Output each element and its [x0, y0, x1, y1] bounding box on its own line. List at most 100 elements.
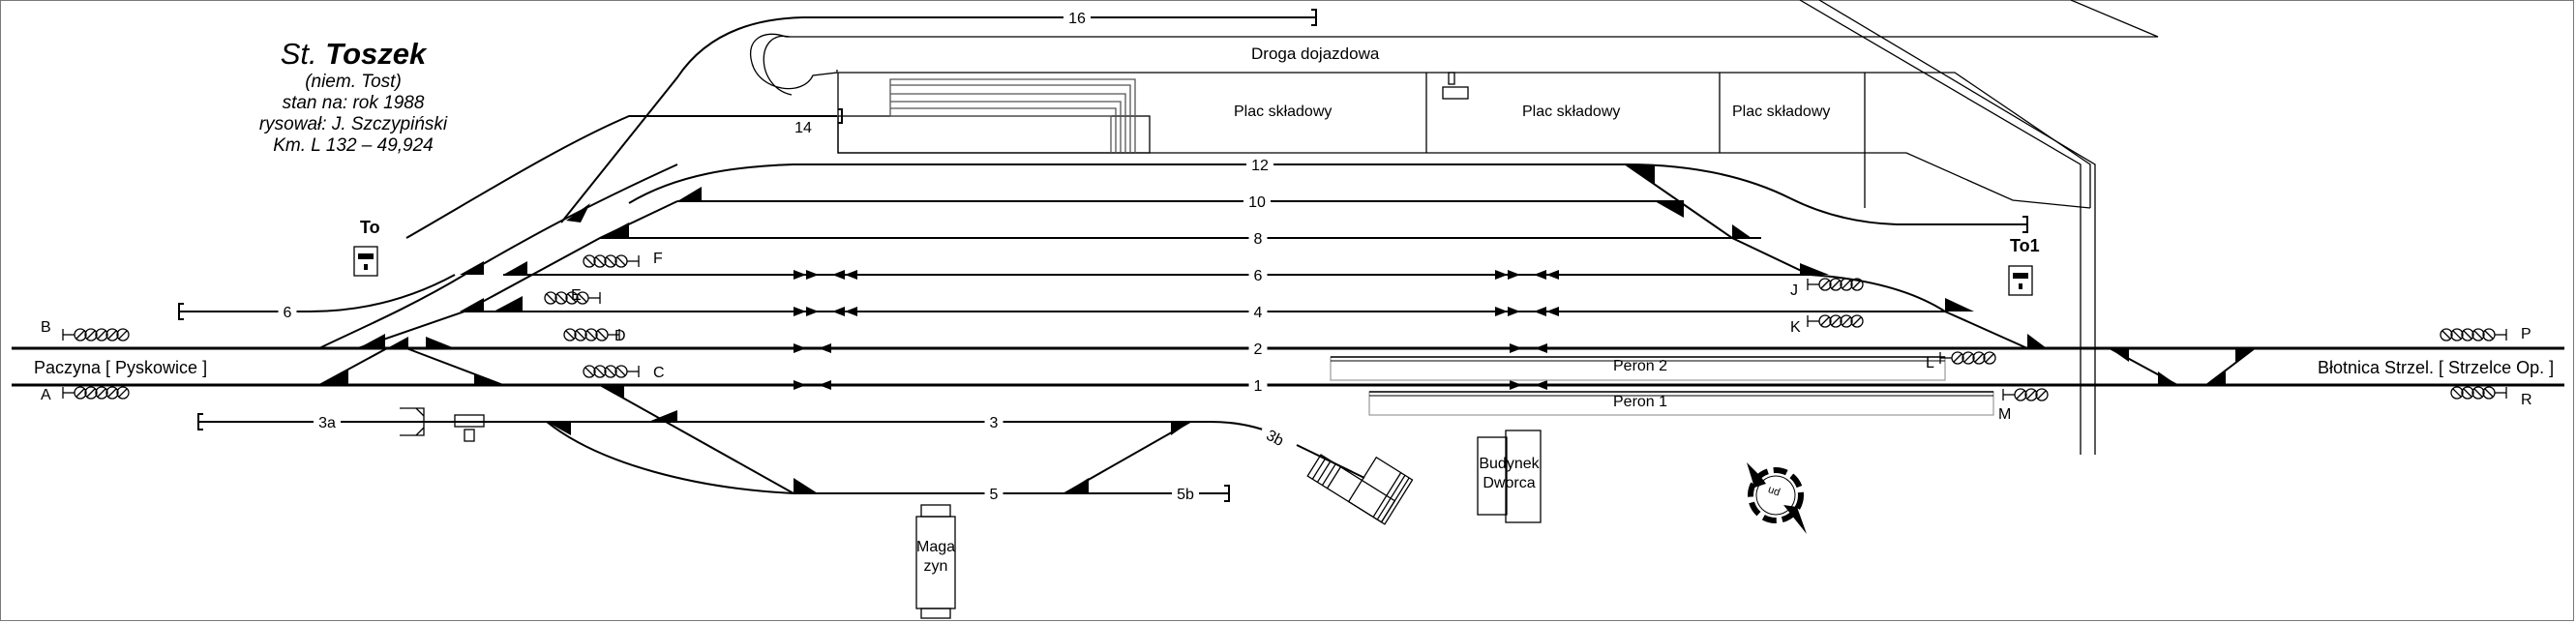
signal-label-a: A — [41, 387, 51, 403]
signal-icon — [544, 291, 601, 305]
arrow-right-icon — [1508, 270, 1520, 280]
arrow-left-icon — [1535, 380, 1547, 390]
signal-symbols — [62, 254, 2507, 401]
platform-1-label: Peron 1 — [1613, 394, 1668, 410]
direction-right-label: Błotnica Strzel. [ Strzelce Op. ] — [2318, 358, 2555, 377]
track-16-line — [560, 16, 1316, 223]
track-label-3: 3 — [990, 415, 999, 431]
arrow-right-icon — [806, 307, 819, 316]
switch-marker — [2027, 334, 2047, 348]
signal-label-m: M — [1998, 406, 2011, 423]
arrow-right-icon — [794, 270, 806, 280]
platform-2-label: Peron 2 — [1613, 358, 1668, 374]
track-label-bg — [1248, 229, 1268, 247]
signal-box-to1-icon — [2008, 265, 2033, 296]
german-name: (niem. Tost) — [305, 72, 402, 92]
switch-marker — [503, 261, 527, 275]
switch-marker — [1800, 263, 1829, 275]
track-label-4: 4 — [1254, 305, 1263, 321]
switch-marker — [1171, 422, 1190, 435]
road-label: Droga dojazdowa — [1251, 44, 1380, 63]
loading-ramp — [1306, 454, 1414, 525]
switch-marker — [460, 261, 484, 275]
arrow-left-icon — [832, 270, 845, 280]
track-label-1: 1 — [1254, 378, 1263, 395]
track-label-bg — [1063, 9, 1091, 26]
station-building-line-1: Budynek — [1479, 456, 1540, 472]
switch-marker — [600, 385, 624, 399]
arrow-left-icon — [845, 270, 857, 280]
switch-marker — [2235, 348, 2255, 362]
track-label-bg — [1248, 376, 1268, 394]
buffer-stop-12 — [2022, 216, 2028, 233]
signal-icon — [583, 254, 640, 268]
storage-sidings — [837, 78, 1151, 154]
signal-label-b: B — [41, 319, 51, 336]
kilometer: Km. L 132 – 49,924 — [273, 135, 434, 156]
signal-icon — [62, 386, 130, 400]
buffer-stops — [178, 9, 2028, 502]
signal-icon — [583, 365, 640, 378]
switch-marker — [648, 410, 677, 422]
switch-marker — [794, 478, 818, 493]
switch-marker — [547, 422, 571, 435]
track-label-bg — [1262, 429, 1289, 446]
direction-arrows — [794, 270, 1559, 390]
switch-marker — [2158, 371, 2177, 385]
signal-icon — [1807, 314, 1864, 328]
track-label-5: 5 — [990, 487, 999, 503]
station-building-line-2: Dworca — [1483, 475, 1536, 491]
end-ramp-icon — [400, 407, 485, 442]
signal-icon — [2002, 388, 2049, 401]
track-label-bg — [984, 413, 1003, 430]
track-label-bg — [1172, 485, 1199, 502]
switch-marker — [358, 334, 385, 348]
track-label-3b: 3b — [1263, 428, 1286, 450]
track-label-8: 8 — [1254, 231, 1263, 248]
switch-marker — [600, 222, 629, 238]
track-label-bg — [278, 303, 297, 320]
storage-siding-box — [837, 115, 1151, 154]
signal-icon — [62, 328, 130, 341]
signal-box-to-icon — [353, 246, 378, 277]
track-label-14: 14 — [794, 120, 812, 136]
switch-marker — [677, 187, 702, 201]
switch-markers — [319, 164, 2255, 493]
track-label-bg — [1243, 193, 1271, 210]
switch-marker — [1732, 224, 1752, 238]
switch-marker — [2206, 371, 2226, 385]
signal-label-l: L — [1926, 355, 1934, 371]
switch-marker — [566, 203, 590, 222]
track-label-bg — [984, 485, 1003, 502]
compass-icon — [1747, 462, 1807, 534]
track-label-bg — [1248, 266, 1268, 283]
station-title: St. Toszek — [223, 37, 484, 72]
track-label-bg — [1246, 156, 1273, 173]
track-label-2: 2 — [1254, 341, 1263, 358]
signal-label-j: J — [1790, 282, 1798, 299]
station-building-label: Budynek Dworca — [1478, 455, 1541, 493]
switch-marker — [1655, 201, 1684, 218]
track-label-bg — [1248, 303, 1268, 320]
signal-icon — [2450, 386, 2507, 400]
warehouse-label: Maga zyn — [916, 538, 955, 577]
direction-left-label: Paczyna [ Pyskowice ] — [34, 358, 208, 377]
track-label-6: 6 — [1254, 268, 1263, 284]
station-name: Toszek — [325, 37, 427, 71]
switch-marker — [2110, 348, 2129, 362]
track-5-line — [546, 421, 1229, 494]
arrow-left-icon — [819, 380, 831, 390]
author: rysował: J. Szczypiński — [258, 114, 448, 134]
arrow-left-icon — [845, 307, 857, 316]
signal-label-k: K — [1790, 319, 1801, 336]
signal-icon — [1807, 278, 1864, 291]
track-label-10: 10 — [1248, 194, 1266, 211]
signal-box-to1-label: To1 — [2010, 236, 2040, 255]
track-label-12: 12 — [1251, 158, 1269, 174]
title-prefix: St. — [280, 37, 317, 71]
arrow-left-icon — [1535, 343, 1547, 353]
warehouse-line-2: zyn — [923, 558, 948, 575]
